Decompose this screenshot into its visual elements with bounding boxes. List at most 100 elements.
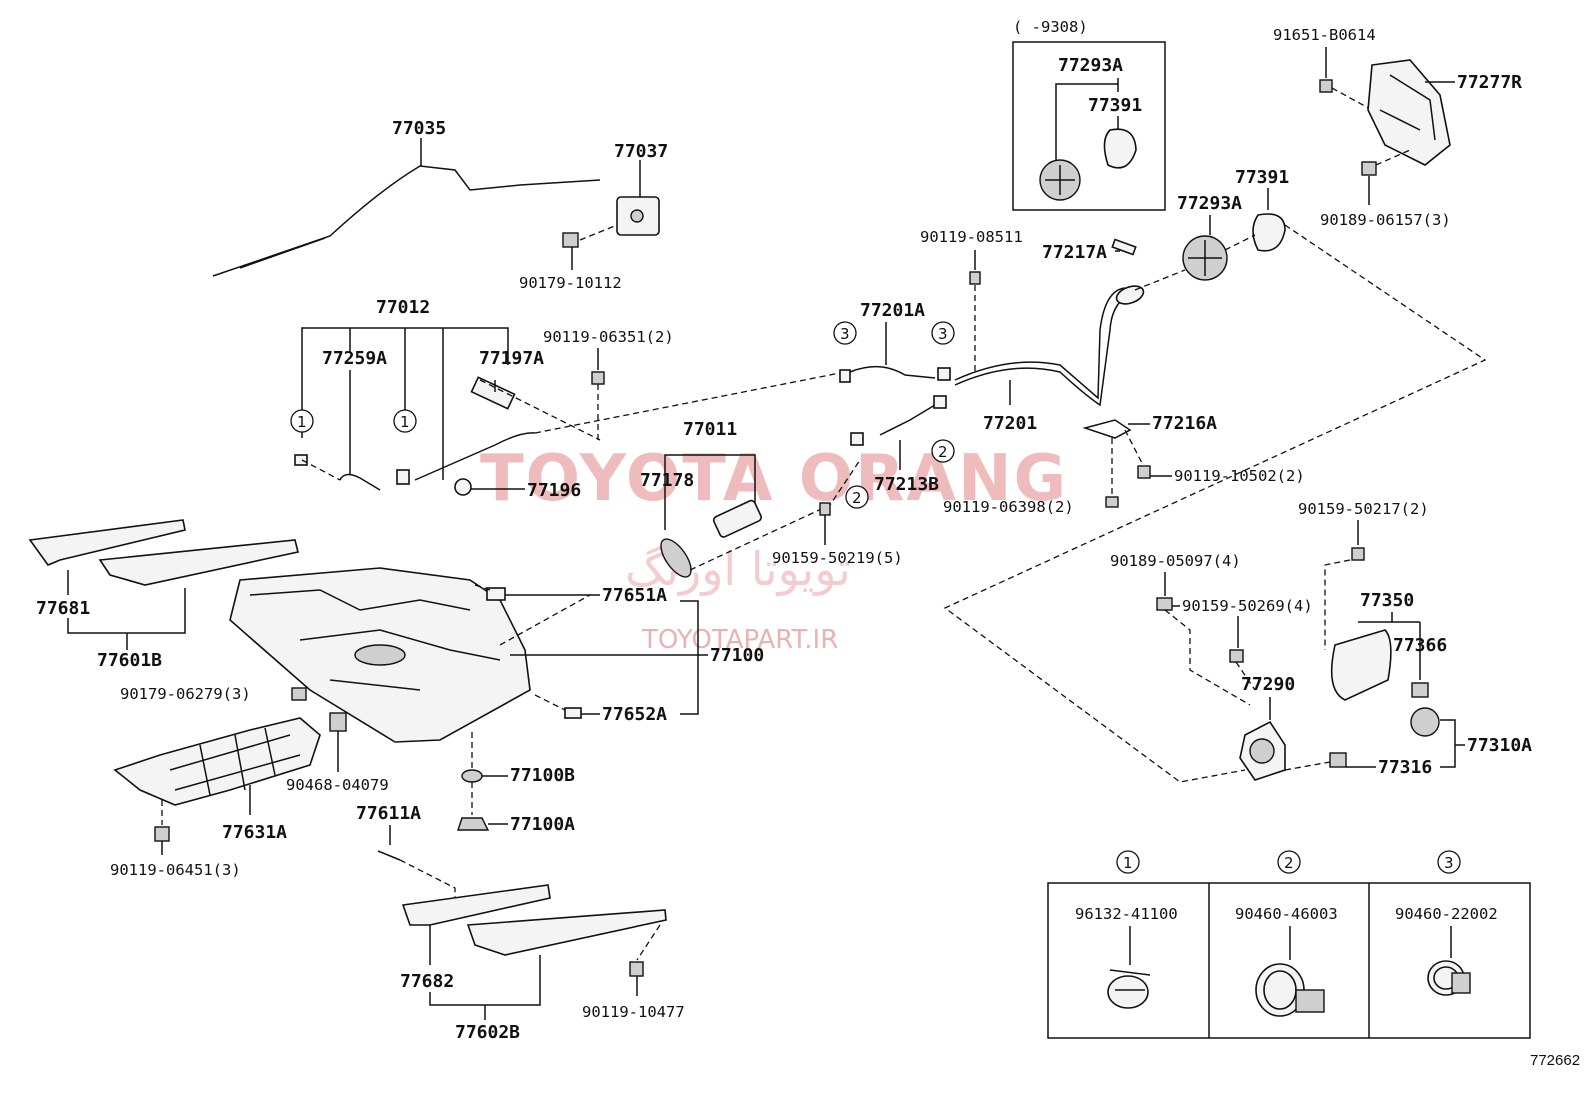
callout-3-a-text: 3 [840, 325, 850, 343]
bolt-90119-10502-shape [1137, 465, 1151, 479]
label-77681: 77681 [36, 598, 90, 619]
bolt-91651-shape [1319, 79, 1333, 93]
clamp-3b [937, 367, 951, 381]
lock-housing-hole [630, 209, 644, 223]
pad-77652a-shape [564, 707, 582, 719]
vent-hose-group: 77012 77259A 77197A 77196 90119-06351(2)… [290, 297, 674, 501]
legend-part-1: 96132-41100 [1075, 905, 1178, 923]
label-90119-08511: 90119-08511 [920, 228, 1023, 246]
callout-circle-1-a [290, 409, 314, 433]
door-box-inner [1249, 738, 1275, 764]
label-90159-50269: 90159-50269(4) [1182, 597, 1313, 615]
strap-77602b-shape [466, 909, 667, 956]
callout-2-b-text: 2 [852, 489, 862, 507]
dashed-77651a-b [499, 594, 591, 646]
legend-callout-2 [1277, 850, 1301, 874]
fuel-tank-group: 77651A 77100 77652A 90179-06279(3) 77100… [120, 567, 764, 835]
dashed-filler-outline [943, 224, 1487, 783]
label-90179-10112: 90179-10112 [519, 274, 622, 292]
clamp-90460-46003-inner [1263, 970, 1297, 1010]
label-90119-06451: 90119-06451(3) [110, 861, 241, 879]
filler-pipe-77201 [954, 291, 1136, 407]
bracket-77293a-inset [1055, 83, 1118, 160]
dashed-90119-10477 [636, 924, 661, 961]
bolt-90119-10477-shape [629, 961, 644, 977]
label-77213B: 77213B [874, 474, 939, 495]
label-77277R: 77277R [1457, 72, 1522, 93]
filler-cap-group: 77293A 77391 [1134, 167, 1289, 291]
protector-ribs [169, 727, 301, 796]
pump-77011-shape [712, 499, 762, 538]
cushion-77100a-shape [457, 817, 490, 831]
spring-77366-shape [1411, 682, 1429, 698]
tank-strap-upper-group: 77681 77601B [28, 519, 299, 671]
bracket-77350 [1358, 612, 1420, 623]
label-90179-06279: 90179-06279(3) [120, 685, 251, 703]
bracket-77217a-shape [1111, 238, 1137, 256]
dashed-cap [1134, 269, 1186, 291]
callout-circle-3-b [931, 321, 955, 345]
filler-pipe-outline [954, 287, 1126, 400]
label-90119-06351: 90119-06351(2) [543, 328, 674, 346]
label-77011: 77011 [683, 419, 737, 440]
legend-callout-1-text: 1 [1123, 854, 1133, 872]
label-90119-06398: 90119-06398(2) [943, 498, 1074, 516]
dashed-90159-50217 [1324, 559, 1351, 650]
label-77290: 77290 [1241, 674, 1295, 695]
gasket-77391-shape [1252, 213, 1286, 252]
watermark-site: TOYOTAPART.IR [641, 625, 838, 655]
fuel-tank-sender-port [354, 644, 406, 666]
bolt-90119-06351-shape [591, 371, 605, 385]
bolt-90119-08511-shape [969, 271, 981, 285]
clamp-2b [850, 432, 864, 446]
callout-circle-1-b [393, 409, 417, 433]
dashed-connection-main [534, 371, 846, 434]
bracket-77216a-shape [1082, 419, 1132, 439]
label-77035: 77035 [392, 118, 446, 139]
housing-detail [1379, 74, 1436, 141]
hose-77259a [339, 473, 381, 491]
label-90468-04079: 90468-04079 [286, 776, 389, 794]
callout-2-a-text: 2 [938, 443, 948, 461]
dashed-clip-1a [301, 459, 341, 481]
clamp-90460-22002-tab [1451, 972, 1471, 994]
bolt-90159-50219-shape [819, 502, 831, 516]
label-77310A: 77310A [1467, 735, 1532, 756]
protector-77631a-shape [113, 717, 321, 806]
bracket-77011 [664, 454, 756, 530]
legend-callout-3-text: 3 [1444, 854, 1454, 872]
callout-1-b-text: 1 [400, 413, 410, 431]
nut-90179-10112-shape [562, 232, 579, 248]
label-9308: ( -9308) [1013, 18, 1088, 36]
clamp-legend-table: 1 2 3 96132-41100 90460-46003 90460-2200… [1047, 850, 1531, 1039]
label-77682: 77682 [400, 971, 454, 992]
housing-77277r-shape [1367, 59, 1451, 166]
legend-part-2: 90460-46003 [1235, 905, 1338, 923]
cushion-77100b-shape [461, 769, 483, 783]
label-77293A-inset: 77293A [1058, 55, 1123, 76]
strap-77681-shape [28, 519, 186, 566]
label-77100A: 77100A [510, 814, 575, 835]
bolt-90159-50269-shape [1229, 649, 1244, 663]
nut-90189-05097-shape [1156, 597, 1173, 611]
tank-strap-lower-group: 77611A 77682 77602B 90119-10477 [356, 803, 685, 1043]
label-90159-50217: 90159-50217(2) [1298, 500, 1429, 518]
label-77259A: 77259A [322, 348, 387, 369]
clip-1b [396, 469, 410, 485]
heat-protector-group: 90468-04079 77631A 90119-06451(3) [110, 712, 389, 879]
label-90159-50219: 90159-50219(5) [772, 549, 903, 567]
label-77601B: 77601B [97, 650, 162, 671]
inset-frame [1012, 41, 1166, 211]
label-77196: 77196 [527, 480, 581, 501]
dashed-90159-50269 [1235, 661, 1256, 691]
dashed-90189-06157 [1375, 149, 1411, 166]
nut-90179-06279-shape [291, 687, 307, 701]
bracket-77310a [1440, 719, 1465, 768]
label-90189-05097: 90189-05097(4) [1110, 552, 1241, 570]
clamp-96132-41100-shape [1107, 975, 1149, 1009]
label-77217A: 77217A [1042, 242, 1107, 263]
label-77651A: 77651A [602, 585, 667, 606]
clip-1a [294, 454, 308, 466]
label-77611A: 77611A [356, 803, 421, 824]
